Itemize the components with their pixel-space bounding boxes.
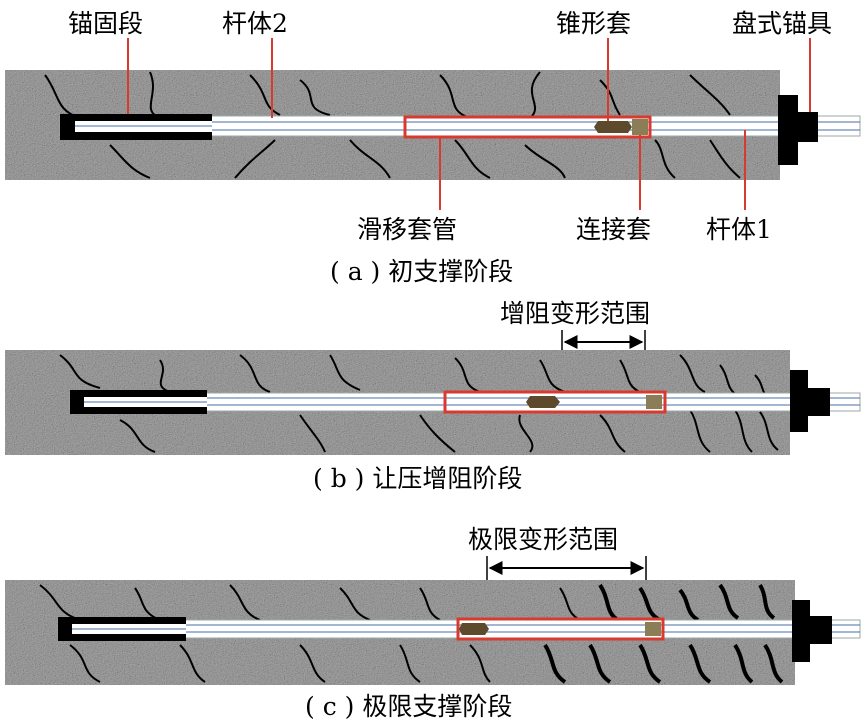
connector-sleeve-a xyxy=(632,119,648,135)
sliding-sleeve-a xyxy=(403,115,652,139)
cone-sleeve-c xyxy=(459,623,489,635)
leaders-a xyxy=(127,38,811,210)
label-rod-1: 杆体1 xyxy=(706,215,772,244)
caption-b: ( b ) 让压增阻阶段 xyxy=(313,464,522,493)
sliding-sleeve-b xyxy=(443,390,667,414)
plate-nut-c xyxy=(810,616,832,644)
panel-b: 增阻变形范围 xyxy=(5,299,861,493)
label-sliding-sleeve: 滑移套管 xyxy=(357,215,457,244)
plate-anchor-b xyxy=(790,370,808,432)
heavy-cracks-c xyxy=(543,583,784,684)
cracks-b xyxy=(59,354,779,453)
caption-c: ( c ) 极限支撑阶段 xyxy=(305,692,512,721)
plate-anchor-c xyxy=(792,600,810,662)
panel-a: 锚固段 杆体2 锥形套 盘式锚具 滑移套管 连接套 杆体1 ( a ) 初支撑阶… xyxy=(5,9,861,286)
cone-sleeve-a xyxy=(594,121,632,133)
range-label-b: 增阻变形范围 xyxy=(500,299,650,328)
connector-sleeve-b xyxy=(646,395,662,409)
plate-anchor-a xyxy=(778,95,798,165)
label-rod-2: 杆体2 xyxy=(222,9,288,38)
label-connector-sleeve: 连接套 xyxy=(576,215,651,244)
cone-sleeve-b xyxy=(526,396,560,408)
caption-a: ( a ) 初支撑阶段 xyxy=(330,257,513,286)
label-plate-anchor: 盘式锚具 xyxy=(732,9,832,38)
range-label-c: 极限变形范围 xyxy=(468,525,618,554)
connector-sleeve-c xyxy=(645,622,661,636)
sliding-sleeve-c xyxy=(456,617,665,641)
label-cone-sleeve: 锥形套 xyxy=(556,9,631,38)
plate-nut-b xyxy=(808,388,830,416)
panel-c: 极限变形范围 xyxy=(5,525,861,721)
cracks-a xyxy=(44,71,741,179)
label-anchor-segment: 锚固段 xyxy=(68,9,143,38)
plate-nut-a xyxy=(798,112,818,142)
